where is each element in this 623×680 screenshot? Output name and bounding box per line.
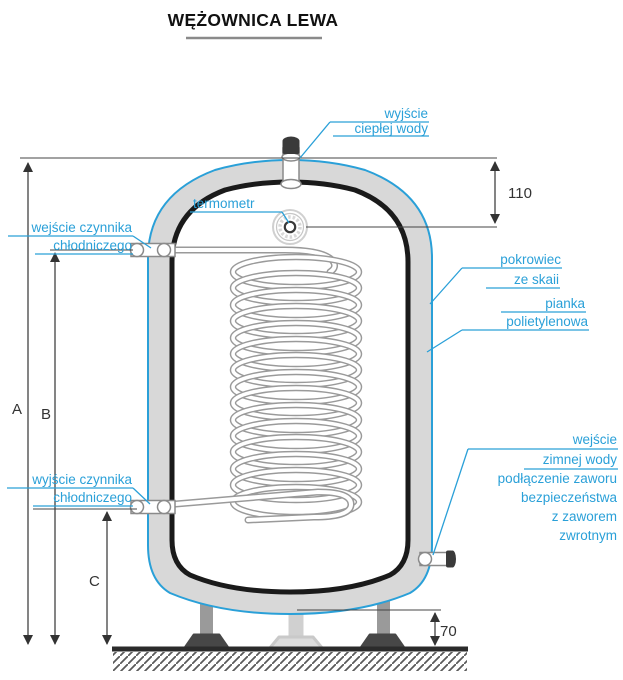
label-foam-line1: pianka bbox=[545, 296, 585, 311]
left-foot bbox=[183, 633, 230, 650]
thermometer-leader bbox=[281, 211, 290, 224]
label-coolant-outlet: wyjście czynnika chłodniczego bbox=[7, 472, 151, 507]
coolant-outlet-pipe bbox=[129, 499, 176, 515]
cold-water-leader bbox=[432, 448, 469, 556]
label-thermometer: termometr bbox=[190, 196, 290, 224]
coolant-inlet-leader bbox=[132, 235, 152, 249]
label-foam-line2: polietylenowa bbox=[506, 314, 588, 329]
cold-water-pipe bbox=[417, 550, 456, 568]
label-thermometer-line1: termometr bbox=[193, 196, 255, 211]
coil-outlet-loop-core bbox=[150, 490, 353, 522]
label-cold-water-line1: wejście bbox=[572, 432, 617, 447]
page-title: WĘŻOWNICA LEWA bbox=[168, 10, 339, 30]
dim-letter-c: C bbox=[89, 573, 100, 590]
label-coolant-inlet-line1: wejście czynnika bbox=[30, 220, 132, 235]
label-cold-water-line4: bezpieczeństwa bbox=[521, 490, 618, 505]
label-cover-line1: pokrowiec bbox=[500, 252, 561, 267]
right-foot bbox=[359, 633, 406, 650]
left-leg bbox=[200, 598, 213, 640]
foam-leader bbox=[426, 329, 463, 353]
label-cold-water-inlet: wejście zimnej wody podłączenie zaworu b… bbox=[432, 432, 618, 556]
dimension-lines bbox=[20, 157, 501, 647]
hot-water-leader bbox=[299, 121, 331, 159]
dim-value-70: 70 bbox=[440, 623, 457, 640]
ground-hatch bbox=[113, 652, 467, 671]
label-cold-water-line3: podłączenie zaworu bbox=[498, 471, 617, 486]
label-coolant-outlet-line2: chłodniczego bbox=[53, 490, 132, 505]
label-cover: pokrowiec ze skaii bbox=[429, 252, 562, 305]
right-leg bbox=[377, 598, 390, 640]
dim-letter-a: A bbox=[12, 401, 22, 418]
label-cold-water-line2: zimnej wody bbox=[543, 452, 618, 467]
label-cover-line2: ze skaii bbox=[514, 272, 559, 287]
label-hot-water-line2: ciepłej wody bbox=[354, 121, 428, 136]
label-cold-water-line5: z zaworem bbox=[552, 509, 617, 524]
coolant-inlet-pipe bbox=[129, 242, 176, 258]
hot-water-pipe bbox=[280, 136, 302, 190]
label-foam: pianka polietylenowa bbox=[426, 296, 589, 353]
label-coolant-inlet-line2: chłodniczego bbox=[53, 238, 132, 253]
thermometer-gauge bbox=[272, 209, 308, 245]
coolant-outlet-leader bbox=[132, 487, 151, 505]
dim-letter-b: B bbox=[41, 406, 51, 423]
label-coolant-outlet-line1: wyjście czynnika bbox=[31, 472, 132, 487]
label-hot-water-line1: wyjście bbox=[383, 106, 428, 121]
label-coolant-inlet: wejście czynnika chłodniczego bbox=[8, 220, 152, 255]
ground bbox=[112, 646, 468, 671]
heating-coil bbox=[146, 246, 363, 524]
dim-value-110: 110 bbox=[508, 185, 532, 202]
cover-leader bbox=[429, 267, 463, 305]
label-hot-water-outlet: wyjście ciepłej wody bbox=[299, 106, 429, 159]
label-cold-water-line6: zwrotnym bbox=[559, 528, 617, 543]
